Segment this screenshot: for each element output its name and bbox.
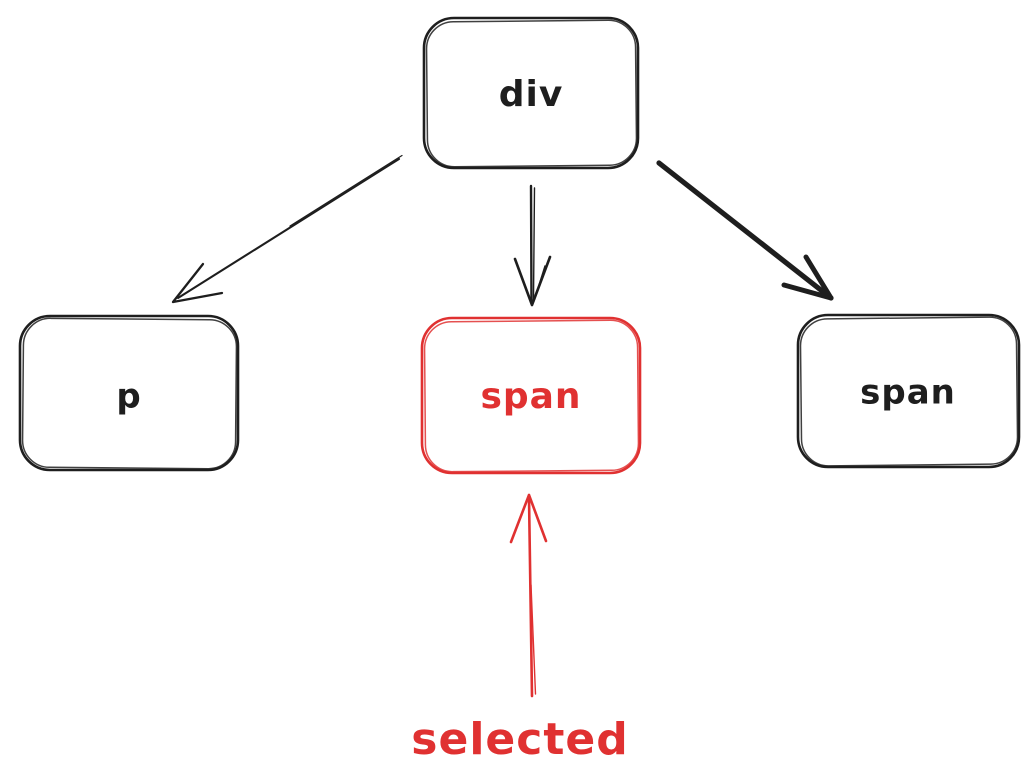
edge-div-to-p-arrowhead bbox=[171, 262, 224, 304]
node-div: div bbox=[422, 16, 640, 170]
selected-annotation-arrow bbox=[509, 493, 548, 698]
selected-annotation-arrowhead bbox=[509, 493, 548, 544]
node-div-box bbox=[422, 16, 640, 170]
node-p: p bbox=[18, 314, 240, 472]
node-p-label: p bbox=[116, 377, 141, 417]
node-div-label: div bbox=[499, 74, 564, 115]
edge-div-to-span-selected bbox=[513, 184, 552, 307]
node-p-box bbox=[18, 314, 240, 472]
edge-div-to-p bbox=[171, 154, 403, 304]
node-span-right-label: span bbox=[860, 373, 956, 413]
node-span-right: span bbox=[796, 313, 1021, 469]
edge-div-to-span-right-arrowhead bbox=[781, 254, 834, 301]
selected-annotation-label: selected bbox=[411, 714, 628, 765]
node-span-selected-label: span bbox=[480, 376, 581, 417]
node-span-selected-box bbox=[420, 316, 642, 475]
edge-div-to-span-right bbox=[656, 160, 834, 301]
node-span-right-box bbox=[796, 313, 1021, 469]
node-span-selected: span bbox=[420, 316, 642, 475]
